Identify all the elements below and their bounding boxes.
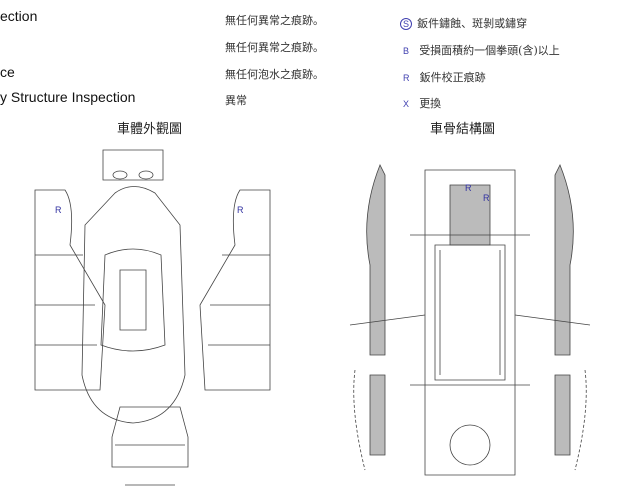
section-label-inspection: ection: [0, 8, 38, 24]
exterior-mark: R: [55, 205, 62, 215]
result-text: 無任何泡水之痕跡。: [225, 68, 324, 81]
exterior-mark: R: [237, 205, 244, 215]
legend-text: 鈑件校正痕跡: [419, 71, 486, 84]
exterior-car-diagram: R R: [34, 149, 271, 486]
structure-car-diagram: R R: [349, 164, 591, 476]
legend-item-rust: S 鈑件鏽蝕、斑剝或鏽穿: [400, 12, 527, 31]
structure-mark: R: [465, 183, 472, 193]
result-text: 無任何異常之痕跡。: [225, 41, 324, 54]
structure-diagram-title: 車骨結構圖: [430, 122, 496, 137]
legend-item-replace: X 更換: [403, 92, 441, 111]
legend-code: B: [403, 46, 410, 56]
result-text: 異常: [225, 94, 247, 107]
legend-item-damage: B 受損面積約一個拳頭(含)以上: [403, 39, 560, 58]
structure-mark: R: [483, 193, 490, 203]
section-label-structure: y Structure Inspection: [0, 89, 136, 105]
section-label-flood: ce: [0, 64, 15, 80]
legend-text: 更換: [419, 97, 442, 110]
legend-item-repair: R 鈑件校正痕跡: [403, 66, 486, 85]
exterior-diagram-title: 車體外觀圖: [117, 122, 183, 137]
legend-text: 受損面積約一個拳頭(含)以上: [419, 44, 560, 57]
legend-code: X: [403, 99, 410, 109]
legend-text: 鈑件鏽蝕、斑剝或鏽穿: [417, 17, 528, 30]
result-text: 無任何異常之痕跡。: [225, 14, 324, 27]
legend-code: R: [403, 73, 410, 83]
legend-code: S: [400, 18, 413, 30]
